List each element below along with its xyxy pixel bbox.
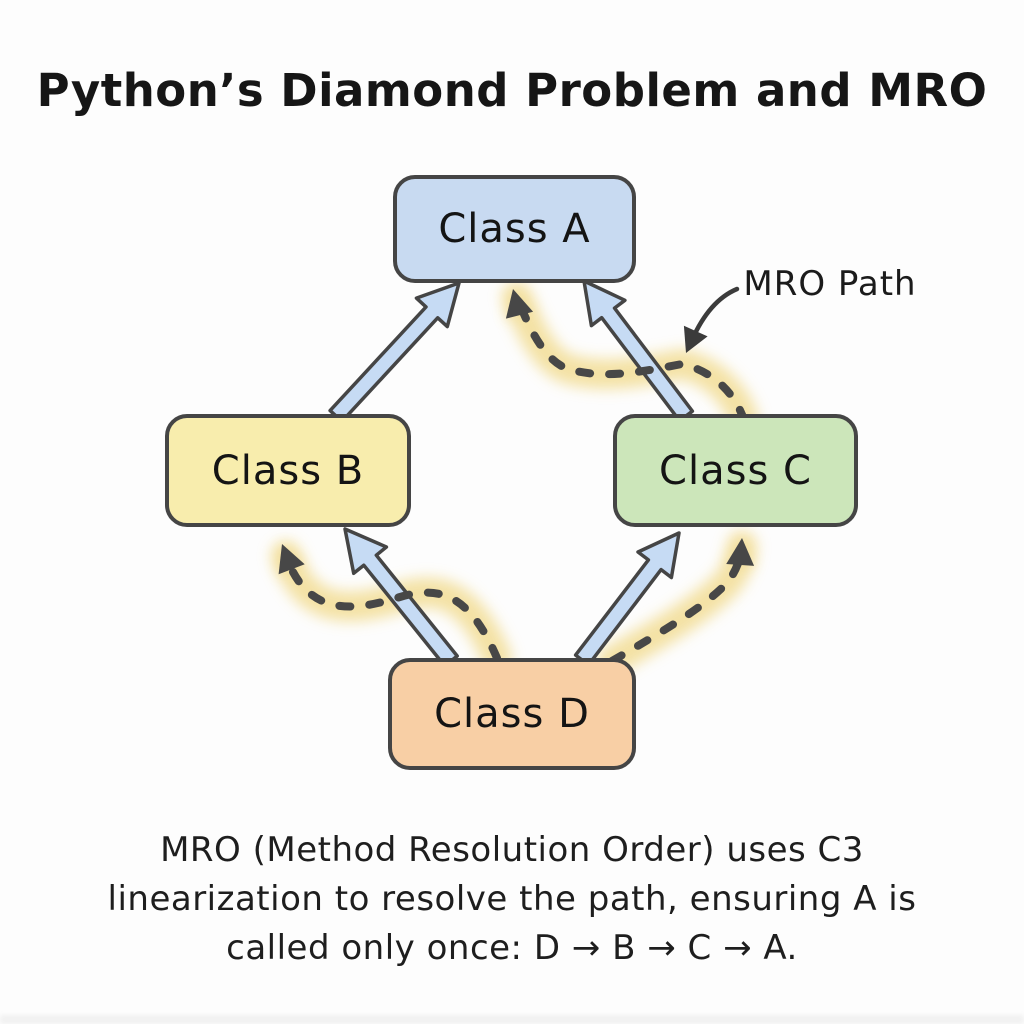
node-class-c-label: Class C — [659, 447, 812, 494]
node-class-b-label: Class B — [211, 447, 365, 494]
caption-line-2: linearization to resolve the path, ensur… — [107, 879, 917, 919]
node-class-d: Class D — [388, 658, 636, 770]
mro-dash-head-c-to-a — [505, 289, 534, 319]
mro-dash-head-d-to-c — [726, 538, 755, 566]
node-class-c: Class C — [613, 414, 858, 527]
node-class-d-label: Class D — [434, 691, 590, 737]
bottom-artifact-strip — [0, 1015, 1024, 1024]
mro-pointer-curve — [689, 286, 740, 343]
mro-dash-c-to-a — [513, 293, 748, 424]
inheritance-arrow-c-to-a — [582, 279, 695, 423]
caption-line-3: called only once: D → B → C → A. — [226, 928, 798, 968]
mro-dash-d-to-c — [608, 542, 746, 665]
mro-label-pointer-arrow — [683, 286, 740, 353]
inheritance-arrow-d-to-c — [573, 531, 681, 667]
mro-dashed-path — [278, 289, 755, 665]
caption-text: MRO (Method Resolution Order) uses C3 li… — [0, 826, 1024, 973]
mro-path-label: MRO Path — [743, 264, 917, 304]
mro-pointer-head — [683, 325, 708, 353]
node-class-a-label: Class A — [438, 206, 591, 252]
node-class-b: Class B — [165, 414, 411, 527]
node-class-a: Class A — [393, 175, 636, 283]
inheritance-arrow-b-to-a — [328, 281, 461, 424]
mro-dash-d-to-b — [282, 552, 501, 662]
caption-line-1: MRO (Method Resolution Order) uses C3 — [160, 830, 864, 870]
diagram-title: Python’s Diamond Problem and MRO — [36, 64, 988, 117]
mro-dash-head-d-to-b — [278, 544, 305, 575]
